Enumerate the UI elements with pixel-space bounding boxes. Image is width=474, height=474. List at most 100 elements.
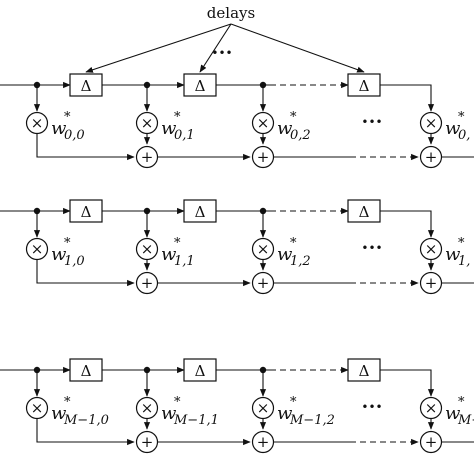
weight-symbol: w	[51, 244, 67, 265]
delay-box-1	[69, 358, 103, 382]
weight-index: 1,1	[174, 254, 195, 269]
delay-box-2	[183, 358, 217, 382]
multiplier-circle	[135, 111, 159, 135]
multiply-symbol: ×	[425, 240, 438, 258]
weight-symbol: w	[277, 403, 293, 424]
row-ellipsis: •••	[361, 115, 382, 129]
sum-line	[36, 260, 135, 287]
add-symbol: +	[257, 274, 270, 292]
weight-conjugate: *	[64, 395, 71, 410]
weight-conjugate: *	[458, 395, 465, 410]
delay-box-3	[347, 358, 381, 382]
multiplier-circle	[25, 396, 49, 420]
multiply-symbol: ×	[257, 240, 270, 258]
multiplier-circle	[419, 237, 443, 261]
weight-conjugate: *	[458, 236, 465, 251]
multiplier-circle	[419, 396, 443, 420]
multiply-symbol: ×	[425, 399, 438, 417]
multiply-symbol: ×	[257, 114, 270, 132]
weight-index: 0,2	[290, 128, 311, 143]
multiplier-circle	[251, 237, 275, 261]
multiplier-circle	[135, 237, 159, 261]
adder-circle	[419, 430, 443, 454]
weight-conjugate: *	[64, 236, 71, 251]
weight-symbol: w	[161, 403, 177, 424]
multiplier-circle	[251, 111, 275, 135]
add-symbol: +	[425, 433, 438, 451]
weight-conjugate: *	[290, 395, 297, 410]
weight-index: M−1,2	[289, 413, 335, 428]
multiply-symbol: ×	[31, 240, 44, 258]
weight-symbol: w	[277, 244, 293, 265]
multiplier-circle	[419, 111, 443, 135]
adder-circle	[135, 145, 159, 169]
multiplier-circle	[25, 111, 49, 135]
multiply-symbol: ×	[31, 399, 44, 417]
multiply-symbol: ×	[425, 114, 438, 132]
delay-symbol: Δ	[195, 77, 206, 95]
delay-box-3	[347, 199, 381, 223]
weight-index: 0,1	[174, 128, 195, 143]
last-tap-line	[380, 369, 435, 397]
weight-symbol: w	[51, 403, 67, 424]
delay-symbol: Δ	[359, 203, 370, 221]
delay-box-1	[69, 73, 103, 97]
delay-pointer-arrow-3	[230, 23, 365, 73]
sum-line	[36, 419, 135, 446]
adder-circle	[135, 271, 159, 295]
adder-circle	[251, 430, 275, 454]
delay-box-2	[183, 73, 217, 97]
multiplier-circle	[135, 396, 159, 420]
weight-index: 1,2	[290, 254, 311, 269]
weight-conjugate: *	[174, 236, 181, 251]
weight-index: 0,	[458, 128, 470, 143]
adder-circle	[251, 145, 275, 169]
delay-box-2	[183, 199, 217, 223]
row-ellipsis: •••	[361, 400, 382, 414]
weight-conjugate: *	[290, 236, 297, 251]
weight-symbol: w	[445, 403, 461, 424]
weight-symbol: w	[445, 244, 461, 265]
weight-index: M−1,	[457, 413, 474, 428]
weight-index: 1,	[458, 254, 470, 269]
weight-index: 0,0	[64, 128, 85, 143]
weight-index: M−1,1	[173, 413, 219, 428]
add-symbol: +	[257, 433, 270, 451]
weight-symbol: w	[277, 118, 293, 139]
adder-circle	[419, 145, 443, 169]
delay-symbol: Δ	[81, 362, 92, 380]
delay-box-3	[347, 73, 381, 97]
multiplier-circle	[25, 237, 49, 261]
multiply-symbol: ×	[257, 399, 270, 417]
weight-conjugate: *	[64, 110, 71, 125]
delay-pointer-arrow-2	[199, 23, 232, 73]
weight-symbol: w	[51, 118, 67, 139]
delay-symbol: Δ	[195, 362, 206, 380]
multiply-symbol: ×	[31, 114, 44, 132]
top-ellipsis: •••	[211, 46, 232, 60]
sum-line	[36, 134, 135, 161]
weight-index: M−1,0	[63, 413, 109, 428]
last-tap-line	[380, 84, 435, 112]
weight-conjugate: *	[174, 395, 181, 410]
weight-conjugate: *	[458, 110, 465, 125]
add-symbol: +	[141, 433, 154, 451]
add-symbol: +	[257, 148, 270, 166]
last-tap-line	[380, 210, 435, 238]
weight-symbol: w	[445, 118, 461, 139]
adder-circle	[251, 271, 275, 295]
weight-conjugate: *	[290, 110, 297, 125]
multiply-symbol: ×	[141, 240, 154, 258]
weight-index: 1,0	[64, 254, 85, 269]
multiply-symbol: ×	[141, 114, 154, 132]
delays-label: delays	[207, 4, 255, 22]
add-symbol: +	[425, 274, 438, 292]
add-symbol: +	[141, 148, 154, 166]
delay-box-1	[69, 199, 103, 223]
tdl-row-3: ΔΔΔ×w*M−1,0×w*M−1,1×w*M−1,2×w*M−1,+++•••	[0, 358, 474, 454]
add-symbol: +	[425, 148, 438, 166]
delay-symbol: Δ	[81, 77, 92, 95]
